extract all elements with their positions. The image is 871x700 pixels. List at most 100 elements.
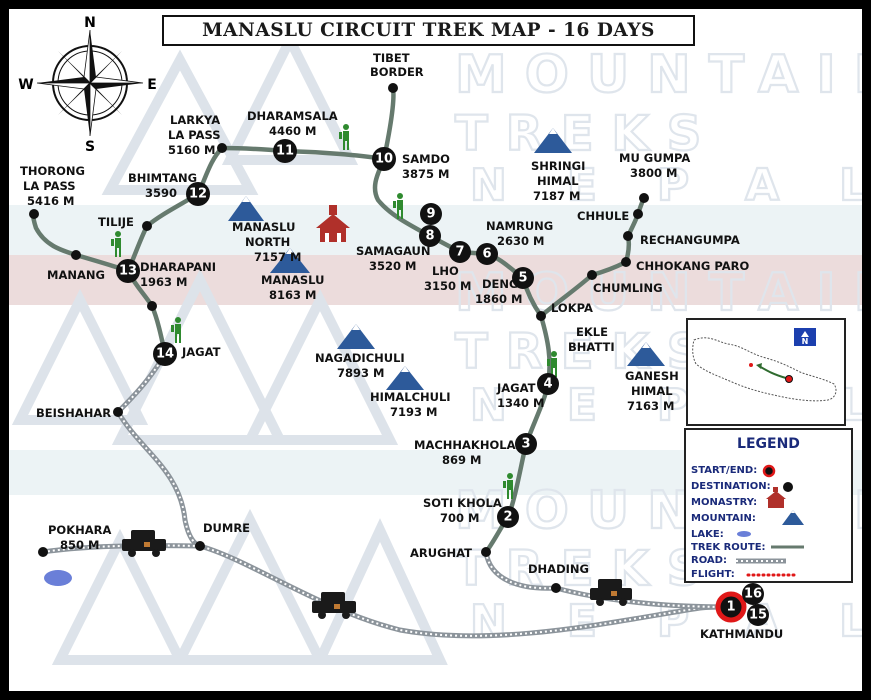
label-manang: MANANG [47,268,105,282]
dot-dhading [551,583,561,593]
label-dharamsala-alt: 4460 M [269,124,316,138]
day-marker: 6 [476,243,498,265]
dot-beishahar [113,407,123,417]
hiker-icons [111,124,557,499]
legend-symbols [736,464,804,577]
label-bhimtang: BHIMTANG [128,171,197,185]
label-chhokang: CHHOKANG PARO [636,259,749,273]
dot-manang [71,250,81,260]
map-title: MANASLU CIRCUIT TREK MAP - 16 DAYS [202,20,655,41]
legend-destination: DESTINATION: [691,481,771,492]
label-thorong: THORONG [20,164,85,178]
label-tibet-border: TIBET [373,51,410,65]
dot-chumling [587,270,597,280]
label-manaslu-north: MANASLU [232,220,295,234]
hiker-icon [547,351,557,377]
day-marker: 7 [449,241,471,263]
day-marker-label: 4 [543,377,552,392]
legend-lake: LAKE: [691,529,724,540]
label-ganesh-alt: 7163 M [627,399,674,413]
compass-e: E [147,77,157,93]
label-bhimtang-alt: 3590 [145,186,177,200]
label-samdo: SAMDO [402,152,450,166]
label-samagaun: SAMAGAUN [356,244,430,258]
inset-map: N [686,318,846,426]
label-machhakhola: MACHHAKHOLA [414,438,516,452]
compass-w: W [18,77,33,93]
mountain-icon [270,248,310,273]
label-jagat-top: JAGAT [181,345,221,359]
dot-rechangumpa [623,231,633,241]
day-marker-label: 7 [455,245,464,260]
label-nagadichuli: NAGADICHULI [315,351,405,365]
label-mu-gumpa: MU GUMPA [619,151,690,165]
dot-dumre [195,541,205,551]
label-beishahar: BEISHAHAR [36,406,111,420]
hiker-icon [171,317,181,343]
band-pink [9,255,862,305]
label-lho-alt: 3150 M [424,279,471,293]
label-arughat: ARUGHAT [410,546,472,560]
dot-chhule [633,209,643,219]
place-labels: TIBET BORDER DHARAMSALA 4460 M LARKYA LA… [20,51,783,641]
label-dumre: DUMRE [203,521,250,535]
legend-road: ROAD: [691,555,727,566]
dot-larkya [217,143,227,153]
map-title-box: MANASLU CIRCUIT TREK MAP - 16 DAYS [162,15,695,46]
watermark-triangles [11,28,448,665]
label-lho: LHO [432,264,459,278]
label-rechangumpa: RECHANGUMPA [640,233,740,247]
label-larkya-alt: 5160 M [168,143,215,157]
legend-lake-icon [737,531,751,537]
legend-mountain: MOUNTAIN: [691,513,756,524]
day-marker-label: 8 [425,229,434,244]
label-samagaun-alt: 3520 M [369,259,416,273]
mountain-icon [337,324,375,349]
day-markers: 1 2 3 4 5 6 7 8 9 10 11 12 13 14 15 16 [116,139,769,626]
label-dharapani-alt: 1963 M [140,275,187,289]
mountain-icon [534,128,572,153]
dot-chhokang [621,257,631,267]
label-ganesh: GANESH [625,369,679,383]
day-marker-label: 11 [276,144,294,159]
dot-tilije [142,221,152,231]
day-marker: 2 [497,506,519,528]
dot-lokpa [536,311,546,321]
compass-rose: N S W E [18,15,157,155]
label-deng: DENG [482,277,518,291]
day-marker-label: 15 [749,608,767,623]
legend-start-end: START/END: [691,465,758,476]
monastery-icon [316,205,350,242]
legend-mountain-icon [782,510,804,525]
trek-map: MOUNTAIN TREKS NEPAL MOUNTAIN TREKS NEPA… [9,9,862,691]
watermark-line3: NEPAL [470,160,862,211]
compass-n: N [84,15,96,31]
day-marker: 14 [153,342,177,366]
lake-icon [44,570,72,586]
label-lokpa: LOKPA [551,301,593,315]
mountain-icon [228,196,264,221]
label-shringi-2: HIMAL [537,174,579,188]
day-marker: 3 [515,433,537,455]
day-marker-label: 14 [156,347,174,362]
label-manaslu-north-alt: 7157 M [254,250,301,264]
dot-arughat [481,547,491,557]
day-marker-label: 2 [503,510,512,525]
watermark-line2b: TREKS [455,324,719,380]
label-bhatti: BHATTI [568,340,615,354]
label-thorong-2: LA PASS [23,179,76,193]
label-samdo-alt: 3875 M [402,167,449,181]
car-icons [122,530,632,619]
inset-map-svg: N [692,328,837,402]
dot-dharapani-lower [147,301,157,311]
label-larkya-2: LA PASS [168,128,221,142]
label-machhakhola-alt: 869 M [442,453,481,467]
day-marker-label: 16 [744,587,762,602]
label-nagadichuli-alt: 7893 M [337,366,384,380]
label-manaslu: MANASLU [261,273,324,287]
car-icon [122,530,166,557]
label-namrung: NAMRUNG [486,219,553,233]
day-marker: 5 [512,267,534,289]
destination-dots [29,83,649,593]
mountain-icon [627,342,665,366]
